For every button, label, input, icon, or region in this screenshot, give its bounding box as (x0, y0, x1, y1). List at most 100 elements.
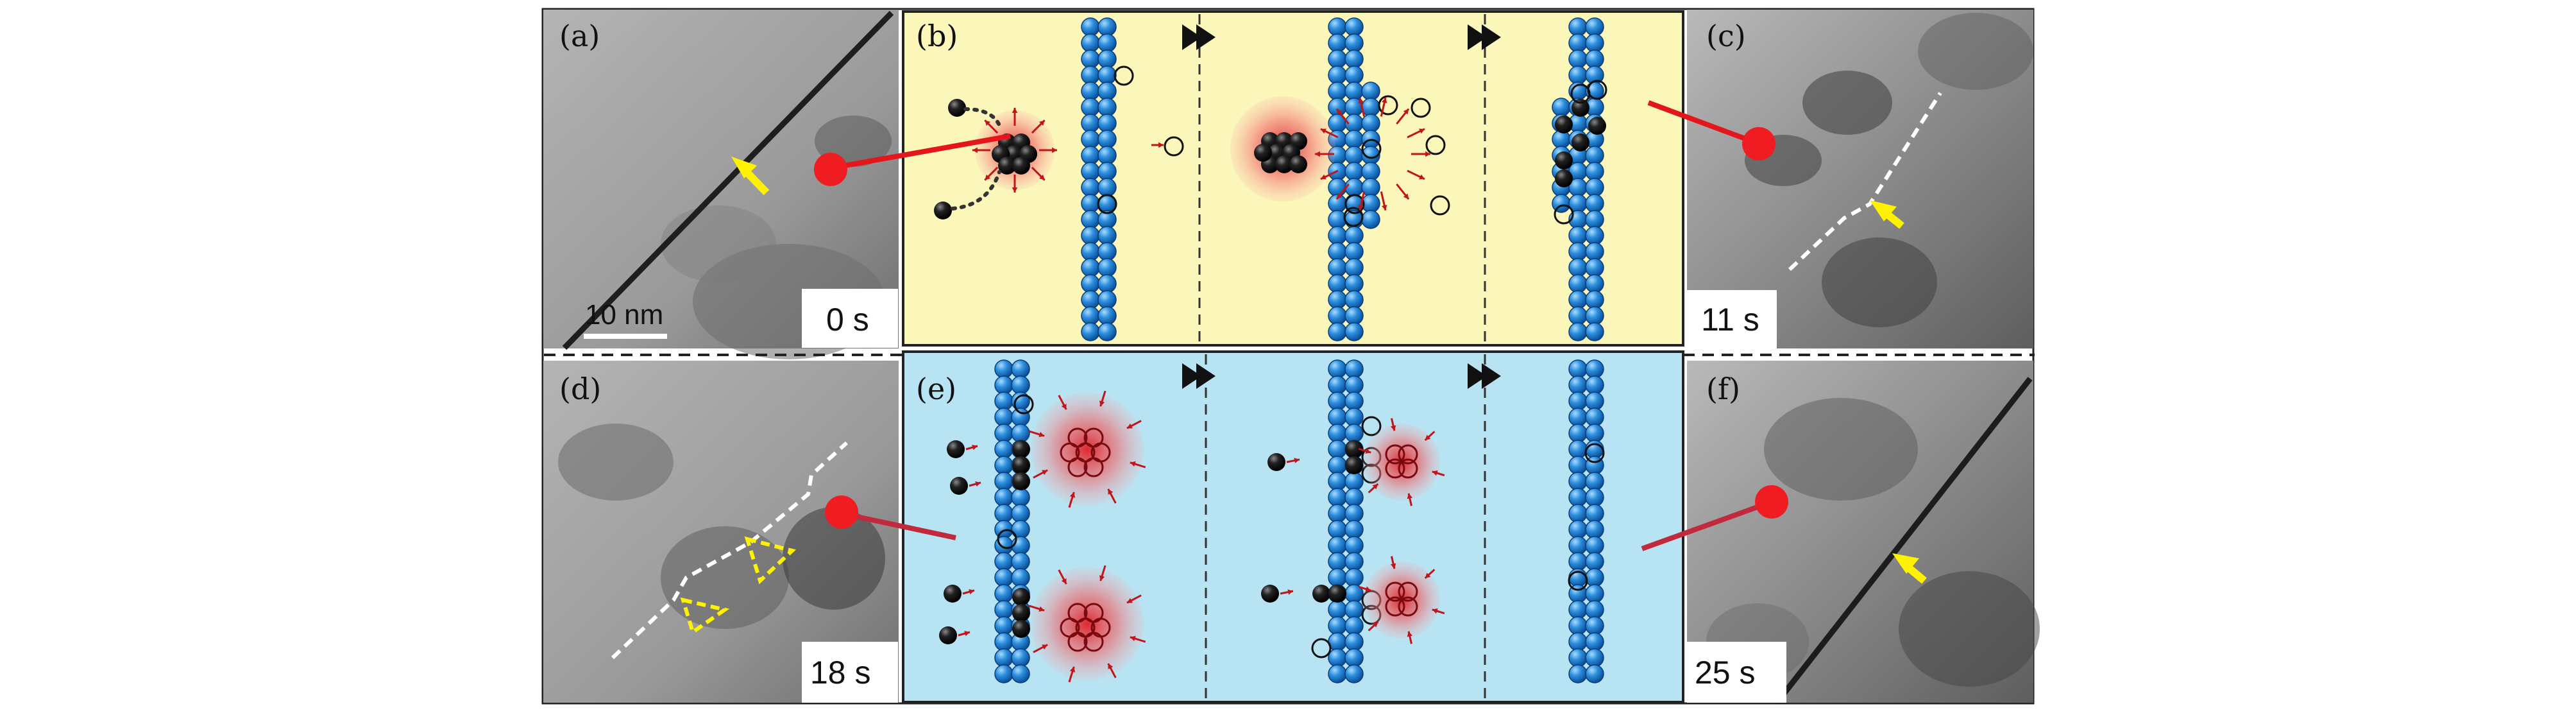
solute-atom (1275, 155, 1293, 173)
matrix-atom (1344, 391, 1364, 411)
matrix-atom (1344, 632, 1364, 651)
matrix-atom (1568, 664, 1588, 683)
flux-arrow-head (1358, 98, 1364, 103)
solute-atom (1254, 144, 1272, 162)
cluster-vacancy (1398, 444, 1418, 465)
matrix-atom (1585, 472, 1604, 491)
solute-atom (1012, 456, 1030, 474)
matrix-atom (1585, 210, 1604, 229)
matrix-atom (1585, 552, 1604, 571)
panel-f: 25 s (f) (1687, 361, 2040, 705)
matrix-atom (1344, 488, 1364, 507)
solute-atom (1012, 620, 1030, 638)
matrix-atom (1081, 17, 1100, 37)
flux-arrow-head (1382, 98, 1387, 103)
matrix-atom (1097, 82, 1117, 101)
yellow-arrow-icon (731, 157, 770, 196)
matrix-atom (1328, 17, 1347, 37)
matrix-atom (1585, 424, 1604, 443)
vacancy (1378, 95, 1398, 116)
matrix-atom (1011, 520, 1030, 539)
connector-b-c (1647, 100, 1775, 160)
matrix-atom (1097, 162, 1117, 181)
flux-arrow-head (1336, 108, 1343, 115)
matrix-atom (1328, 98, 1347, 117)
vacancy (1554, 204, 1574, 225)
matrix-atom (1361, 114, 1380, 133)
matrix-atom (1081, 226, 1100, 245)
matrix-atom (994, 520, 1013, 539)
matrix-atom (1328, 488, 1347, 507)
solute-atom (1345, 456, 1363, 474)
vacancy (1411, 98, 1431, 118)
matrix-atom (1568, 290, 1588, 309)
vacancy (1425, 135, 1446, 155)
diffusion-path (951, 170, 1001, 210)
matrix-atom (1568, 408, 1588, 427)
matrix-atom (1081, 49, 1100, 69)
matrix-atom (1568, 375, 1588, 395)
matrix-atom (1328, 600, 1347, 619)
vacancy (1344, 194, 1365, 214)
solute-atom (1555, 169, 1573, 187)
panel-d-label: (d) (559, 372, 601, 406)
matrix-atom (1568, 322, 1588, 341)
matrix-atom (1344, 130, 1364, 149)
matrix-atom (1328, 49, 1347, 69)
matrix-atom (1585, 600, 1604, 619)
matrix-atom (1097, 258, 1117, 277)
vacancy (1013, 394, 1034, 415)
flux-arrow-head (1432, 608, 1438, 614)
flux-arrow-head (969, 588, 974, 595)
vacancy (1343, 207, 1364, 227)
matrix-atom (1344, 568, 1364, 587)
matrix-atom (1344, 226, 1364, 245)
matrix-atom (994, 632, 1013, 651)
matrix-atom (1328, 226, 1347, 245)
matrix-atom (1081, 98, 1100, 117)
matrix-atom (1585, 391, 1604, 411)
solute-atom (1312, 585, 1330, 603)
panel-c-time: 11 s (1701, 302, 1759, 338)
matrix-atom (1344, 17, 1364, 37)
matrix-atom (1328, 33, 1347, 53)
flux-arrow-head (1108, 663, 1114, 669)
vacancy (997, 529, 1017, 549)
matrix-atom (1344, 242, 1364, 261)
solute-atom (948, 99, 966, 117)
matrix-atom (1568, 17, 1588, 37)
matrix-atom (1552, 98, 1571, 117)
matrix-atom (1081, 194, 1100, 213)
matrix-atom (1328, 375, 1347, 395)
matrix-atom (1328, 274, 1347, 293)
flux-arrow-head (975, 481, 981, 487)
solute-atom (939, 626, 957, 644)
matrix-atom (1328, 424, 1347, 443)
red-marker-icon (814, 153, 847, 186)
matrix-atom (1328, 322, 1347, 341)
matrix-atom (994, 456, 1013, 475)
panel-b: (b) (902, 10, 1684, 347)
flux-arrow-head (1061, 404, 1067, 410)
matrix-atom (1328, 65, 1347, 85)
matrix-atom (994, 375, 1013, 395)
matrix-atom (1585, 226, 1604, 245)
cluster-vacancy (1398, 458, 1418, 479)
matrix-atom (1328, 408, 1347, 427)
flux-arrow-head (1099, 575, 1105, 581)
flux-arrow-head (1130, 461, 1136, 467)
matrix-atom (1585, 290, 1604, 309)
matrix-atom (1568, 648, 1588, 667)
matrix-atom (1585, 194, 1604, 213)
matrix-atom (1344, 322, 1364, 341)
flux-arrow-head (972, 147, 978, 153)
matrix-atom (1011, 488, 1030, 507)
matrix-atom (1585, 242, 1604, 261)
matrix-atom (1585, 664, 1604, 683)
matrix-atom (1097, 65, 1117, 85)
matrix-atom (1585, 568, 1604, 587)
matrix-atom (1568, 472, 1588, 491)
matrix-atom (1585, 33, 1604, 53)
cluster-vacancy (1385, 444, 1405, 465)
matrix-atom (1585, 258, 1604, 277)
